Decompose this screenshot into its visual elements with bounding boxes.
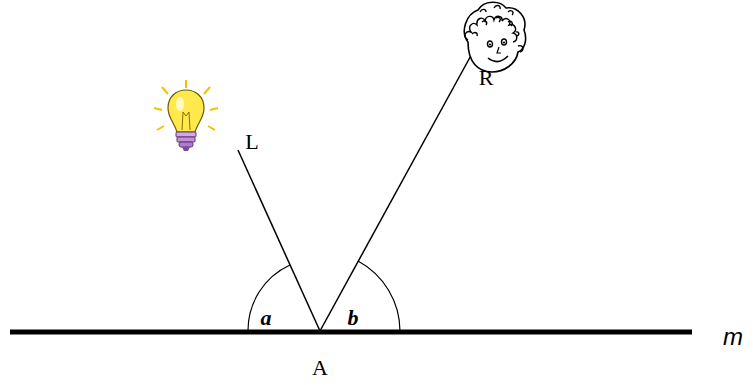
line-label: m — [723, 323, 743, 351]
angle-arc — [358, 261, 400, 331]
incident-ray — [238, 150, 320, 331]
light-bulb-icon — [154, 80, 218, 151]
angle-arc — [248, 265, 290, 331]
mirror-line — [10, 330, 692, 335]
angle-label: a — [261, 305, 272, 331]
point-label: A — [312, 355, 328, 381]
point-label: R — [479, 65, 494, 91]
observer-face — [464, 2, 525, 72]
reflected-ray — [320, 50, 474, 331]
point-label: L — [245, 129, 258, 155]
angle-label: b — [348, 305, 359, 331]
